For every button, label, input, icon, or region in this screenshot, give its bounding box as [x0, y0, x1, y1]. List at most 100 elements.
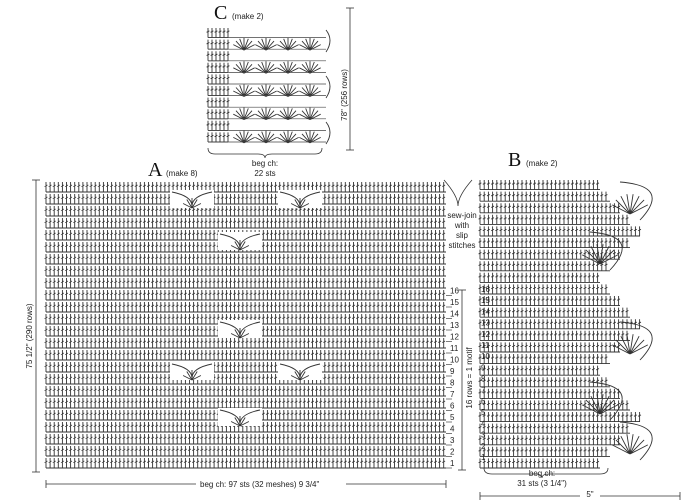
panel-c-make: (make 2) [232, 12, 264, 21]
panel-c-letter: C [214, 2, 227, 24]
panel-b-stitch-row [478, 458, 600, 469]
panel-b-row-number: 7 [481, 386, 486, 395]
panel-c-fan [233, 130, 255, 144]
panel-a-motif-fan [230, 416, 250, 427]
panel-c-stitch-row [206, 109, 230, 120]
panel-b-stitch-row [478, 342, 621, 353]
panel-c-fan [255, 107, 277, 121]
panel-b-row-number: 5 [481, 408, 486, 417]
panel-b-scallop-fan [581, 244, 619, 265]
panel-b-row-number: 14 [481, 307, 490, 316]
panel-b-stitch-row [478, 319, 642, 330]
panel-b-row-number: 10 [481, 352, 490, 361]
panel-c-stitch-row [206, 51, 230, 62]
panel-b-scallop-fan [611, 334, 649, 355]
sew-join-line1: sew-join [447, 211, 476, 220]
panel-a-row-number: 7 [450, 390, 455, 399]
panel-a-row-number: 1 [450, 459, 455, 468]
panel-a-stitch-row [44, 350, 446, 361]
panel-a-row-number: 12 [450, 333, 459, 342]
panel-c-fan [277, 107, 299, 121]
panel-c-fan [233, 61, 255, 74]
panel-c-fan [255, 38, 277, 51]
panel-a-row-number: 10 [450, 356, 459, 365]
panel-a-row-number: 9 [450, 367, 455, 376]
panel-b-row-number: 15 [481, 296, 490, 305]
panel-c-fan [277, 130, 299, 144]
panel-b-stitch-row [478, 412, 642, 423]
panel-c-height-label: 78" (256 rows) [340, 69, 349, 121]
panel-c-fan [299, 84, 321, 97]
panel-a-row-number: 11 [450, 344, 459, 353]
panel-b-scallop-fan [611, 194, 649, 215]
panel-a-row-number: 2 [450, 448, 455, 457]
panel-a-stitch-row [44, 302, 446, 313]
panel-b-stitch-row [478, 354, 610, 365]
panel-b-row-number: 11 [481, 341, 490, 350]
panel-c-fan [255, 61, 277, 74]
panel-b-stitch-row [478, 203, 621, 214]
panel-a-height-label: 75 1/2" (290 rows) [25, 303, 34, 368]
panel-a-beg-label: beg ch: 97 sts (32 meshes) 9 3/4" [200, 480, 320, 489]
sew-join-line4: stitches [448, 241, 475, 250]
panel-c-beg-label: beg ch: [252, 159, 278, 168]
panel-b-stitch-row [478, 377, 610, 388]
panel-b-scallop [589, 381, 623, 421]
sew-join-arrow [443, 179, 473, 207]
panel-c-stitch-row [206, 62, 230, 73]
panel-b-row-number: 16 [481, 285, 490, 294]
panel-a-stitch-row [44, 278, 446, 289]
panel-c-edge [325, 29, 331, 145]
panel-a-grid [44, 182, 446, 469]
panel-c-stitch-row [206, 120, 230, 131]
panel-a-stitch-row [44, 254, 446, 265]
panel-b-stitch-row [478, 214, 630, 225]
panel-a-stitch-row [44, 338, 446, 349]
panel-c-stitch-row [206, 74, 230, 85]
panel-a-stitch-row [44, 362, 446, 373]
panel-b-stitch-row [478, 400, 630, 411]
panel-a-row-number: 16 [450, 287, 459, 296]
panel-a-stitch-row [44, 458, 446, 469]
panel-b-beg-sts: 31 sts (3 1/4") [517, 479, 567, 488]
panel-b-scallop-fan [581, 394, 619, 415]
panel-c-beg-brace [207, 147, 323, 159]
panel-b-stitch-row [478, 180, 600, 191]
panel-a-letter: A [148, 159, 163, 181]
panel-b-row-number: 13 [481, 319, 490, 328]
panel-a-stitch-row [44, 374, 446, 385]
panel-b-stitch-row [478, 435, 621, 446]
panel-c-fan [299, 38, 321, 51]
panel-b-row-number: 9 [481, 363, 486, 372]
panel-b-scallop [589, 231, 623, 271]
panel-c: C (make 2) 78" (256 rows) beg ch: 22 sts [206, 2, 354, 178]
panel-c-fan [233, 84, 255, 97]
panel-a-width-label-bg [196, 478, 346, 490]
panel-c-fan [299, 130, 321, 144]
panel-a-motif-fan [182, 198, 202, 209]
panel-b-make: (make 2) [526, 159, 558, 168]
panel-a-stitch-row [44, 446, 446, 457]
panel-c-beg-sts: 22 sts [254, 169, 275, 178]
panel-c-fan [299, 107, 321, 121]
panel-c-stitch-row [206, 28, 230, 39]
panel-b-row-number: 2 [481, 442, 486, 451]
panel-a-make: (make 8) [166, 169, 198, 178]
sew-join-note: sew-join with slip stitches [443, 179, 477, 250]
panel-a-row-number: 15 [450, 298, 459, 307]
panel-c-stitch-row [206, 39, 230, 50]
panel-b-stitch-row [478, 388, 621, 399]
panel-c-fan [233, 107, 255, 121]
panel-b-beg-label: beg ch: [529, 469, 555, 478]
panel-c-stitch-row [206, 132, 230, 143]
panel-b-scallop [619, 321, 653, 361]
panel-a-motif-label: 16 rows = 1 motif [465, 347, 474, 409]
panel-b-stitch-row [478, 330, 630, 341]
panel-a-row-number: 6 [450, 402, 455, 411]
panel-b-stitch-row [478, 226, 642, 237]
panel-b-row-number: 3 [481, 431, 486, 440]
